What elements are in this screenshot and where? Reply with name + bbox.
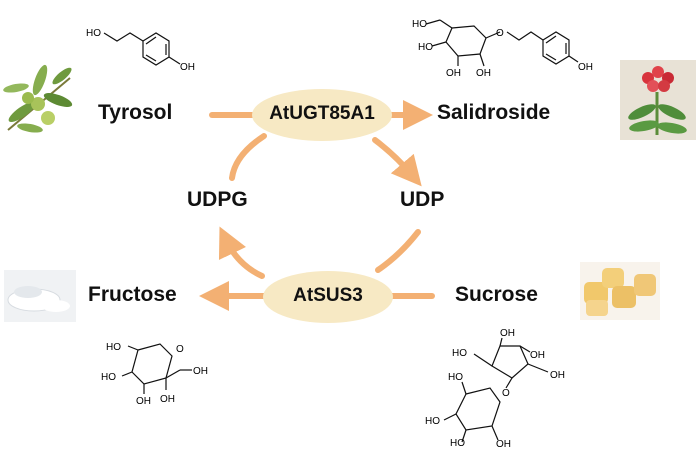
tyrosol-structure: [103, 32, 181, 66]
sucrose-oh-1: OH: [500, 328, 515, 339]
udpg-label: UDPG: [187, 188, 248, 211]
sucrose-ho-2: HO: [448, 372, 463, 383]
salidroside-ho-1: HO: [412, 19, 427, 30]
sucrose-candy-photo: [580, 262, 660, 320]
sucrose-ho-4: HO: [450, 438, 465, 449]
sucrose-ho-1: HO: [452, 348, 467, 359]
olive-branch-photo: [3, 64, 73, 133]
sus-enzyme-ellipse: [263, 271, 393, 323]
tyrosol-ho: HO: [86, 28, 101, 39]
fructose-oh-2: OH: [160, 394, 175, 405]
enzyme-ugt85a1: AtUGT85A1: [269, 103, 375, 124]
udpg-return-segment: [229, 133, 267, 181]
tyrosol-oh: OH: [180, 62, 195, 73]
reaction-arrows: [199, 100, 435, 311]
salidroside-label: Salidroside: [437, 101, 551, 124]
enzyme-sus3: AtSUS3: [293, 285, 363, 306]
fructose-ring-o: O: [176, 344, 184, 355]
udp-label: UDP: [400, 188, 445, 211]
sucrose-bridge-o: O: [502, 388, 510, 399]
udpg-arrow: [218, 226, 265, 279]
sucrose-ho-3: HO: [425, 416, 440, 427]
salidroside-oh-2: OH: [476, 68, 491, 79]
fructose-ho-2: HO: [101, 372, 116, 383]
tyrosol-label: Tyrosol: [98, 101, 173, 124]
udp-arrow: [372, 137, 422, 187]
fructose-powder-photo: [4, 270, 76, 322]
salidroside-o: O: [496, 28, 504, 39]
sucrose-oh-2: OH: [530, 350, 545, 361]
fructose-label: Fructose: [88, 283, 177, 306]
fructose-structure: [121, 343, 192, 394]
rhodiola-flower-photo: [620, 60, 696, 140]
sucrose-label: Sucrose: [455, 283, 538, 306]
salidroside-ho-2: HO: [418, 42, 433, 53]
sucrose-structure: [443, 337, 549, 443]
fructose-oh-3: OH: [193, 366, 208, 377]
ugt-enzyme-ellipse: [252, 89, 392, 141]
salidroside-structure: [425, 19, 579, 67]
sucrose-to-sus-segment: [375, 229, 421, 273]
salidroside-oh-1: OH: [446, 68, 461, 79]
fructose-ho-1: HO: [106, 342, 121, 353]
sucrose-oh-3: OH: [550, 370, 565, 381]
fructose-oh-1: OH: [136, 396, 151, 407]
salidroside-oh-3: OH: [578, 62, 593, 73]
sucrose-oh-4: OH: [496, 439, 511, 450]
